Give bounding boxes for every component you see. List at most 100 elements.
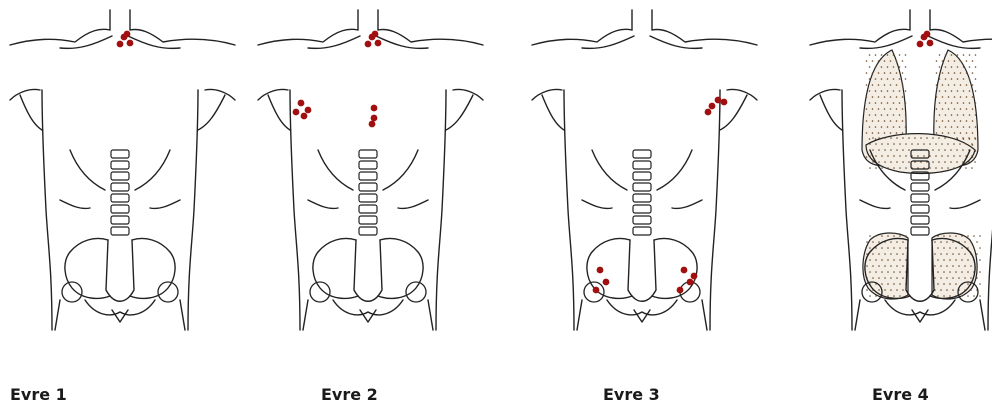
left-arm-line bbox=[532, 89, 562, 100]
right-hip-joint bbox=[406, 282, 426, 302]
right-pelvic-bone-dot bbox=[887, 283, 889, 285]
right-lung-dot bbox=[875, 66, 877, 68]
liver-dot bbox=[941, 155, 943, 157]
right-lung-dot bbox=[899, 78, 901, 80]
left-lung-dot bbox=[972, 96, 974, 98]
left-pelvic-bone-dot bbox=[937, 271, 939, 273]
right-lung-dot bbox=[890, 72, 892, 74]
right-lung-dot bbox=[866, 60, 868, 62]
left-pelvic-bone-dot bbox=[955, 283, 957, 285]
liver-dot bbox=[932, 149, 934, 151]
left-pelvic-bone-dot bbox=[967, 271, 969, 273]
left-pelvic-bone-dot bbox=[973, 295, 975, 297]
vertebra bbox=[633, 216, 651, 224]
left-pelvic-bone-dot bbox=[934, 277, 936, 279]
left-pelvic-bone-dot bbox=[949, 283, 951, 285]
right-lung-dot bbox=[896, 96, 898, 98]
left-lung-dot bbox=[975, 90, 977, 92]
left-pelvic-bone-dot bbox=[979, 247, 981, 249]
left-lung-dot bbox=[945, 66, 947, 68]
left-lung-dot bbox=[939, 66, 941, 68]
vertebra bbox=[911, 216, 929, 224]
left-lung-dot bbox=[942, 120, 944, 122]
liver-dot bbox=[944, 161, 946, 163]
liver-dot bbox=[974, 161, 976, 163]
right-lung-dot bbox=[902, 84, 904, 86]
left-lung-dot bbox=[948, 96, 950, 98]
left-lung-dot bbox=[942, 60, 944, 62]
stage-3-panel: Evre 3 bbox=[522, 0, 772, 412]
right-lung-dot bbox=[905, 102, 907, 104]
right-pelvic-bone-dot bbox=[875, 271, 877, 273]
right-lung-dot bbox=[899, 126, 901, 128]
liver-dot bbox=[917, 143, 919, 145]
liver-dot bbox=[872, 137, 874, 139]
right-lung-dot bbox=[875, 90, 877, 92]
left-lung-dot bbox=[945, 102, 947, 104]
sacrum bbox=[354, 240, 382, 301]
right-lung-dot bbox=[866, 84, 868, 86]
right-lung-dot bbox=[872, 84, 874, 86]
right-lung-dot bbox=[869, 114, 871, 116]
vertebra bbox=[359, 172, 377, 180]
liver-dot bbox=[953, 143, 955, 145]
vertebra bbox=[633, 183, 651, 191]
left-armpit bbox=[268, 95, 290, 130]
left-lung-dot bbox=[963, 54, 965, 56]
liver-dot bbox=[971, 155, 973, 157]
right-torso-side bbox=[710, 90, 720, 330]
liver-dot bbox=[905, 167, 907, 169]
right-lung-dot bbox=[890, 132, 892, 134]
lymph-node-mediastinal bbox=[371, 115, 378, 122]
left-lung-dot bbox=[945, 114, 947, 116]
liver-dot bbox=[893, 143, 895, 145]
left-lung-dot bbox=[951, 102, 953, 104]
left-lung-dot bbox=[969, 114, 971, 116]
right-lung-dot bbox=[881, 90, 883, 92]
left-lung-dot bbox=[969, 126, 971, 128]
right-lung-dot bbox=[884, 96, 886, 98]
right-lung-dot bbox=[869, 138, 871, 140]
left-pelvic-bone-dot bbox=[937, 235, 939, 237]
right-pelvic-bone-dot bbox=[902, 265, 904, 267]
left-torso-side bbox=[842, 90, 852, 330]
right-lung-dot bbox=[878, 132, 880, 134]
left-femur bbox=[55, 300, 60, 330]
left-lung-dot bbox=[936, 84, 938, 86]
left-lung-dot bbox=[954, 108, 956, 110]
left-lung-dot bbox=[963, 66, 965, 68]
left-pelvic-bone-dot bbox=[979, 295, 981, 297]
left-pelvic-bone-dot bbox=[961, 235, 963, 237]
liver-dot bbox=[923, 143, 925, 145]
left-pelvic-bone-dot bbox=[970, 277, 972, 279]
left-lung-dot bbox=[936, 132, 938, 134]
liver-dot bbox=[944, 149, 946, 151]
right-pelvic-bone-dot bbox=[902, 241, 904, 243]
organ-involvement bbox=[862, 50, 981, 299]
left-lung-dot bbox=[975, 66, 977, 68]
lymph-node-left-inguinal bbox=[677, 287, 684, 294]
right-lung-dot bbox=[890, 120, 892, 122]
right-lung-dot bbox=[899, 114, 901, 116]
right-lung-dot bbox=[872, 60, 874, 62]
right-arm-line bbox=[727, 89, 757, 100]
pubis bbox=[607, 300, 677, 315]
left-lung-dot bbox=[939, 90, 941, 92]
left-lung-dot bbox=[945, 126, 947, 128]
right-lung-dot bbox=[869, 90, 871, 92]
right-lung-dot bbox=[878, 96, 880, 98]
left-lung-dot bbox=[957, 54, 959, 56]
liver-dot bbox=[890, 149, 892, 151]
right-lung-dot bbox=[866, 108, 868, 110]
vertebra bbox=[359, 183, 377, 191]
right-pelvic-bone-dot bbox=[896, 289, 898, 291]
left-lung-dot bbox=[963, 114, 965, 116]
left-pelvic-bone-dot bbox=[979, 259, 981, 261]
right-pelvic-bone-dot bbox=[896, 253, 898, 255]
right-pelvic-bone-dot bbox=[890, 277, 892, 279]
left-pelvic-bone bbox=[932, 233, 981, 299]
vertebra bbox=[633, 194, 651, 202]
left-lung-dot bbox=[972, 108, 974, 110]
left-pelvic-bone-dot bbox=[940, 265, 942, 267]
left-lung-dot bbox=[945, 54, 947, 56]
